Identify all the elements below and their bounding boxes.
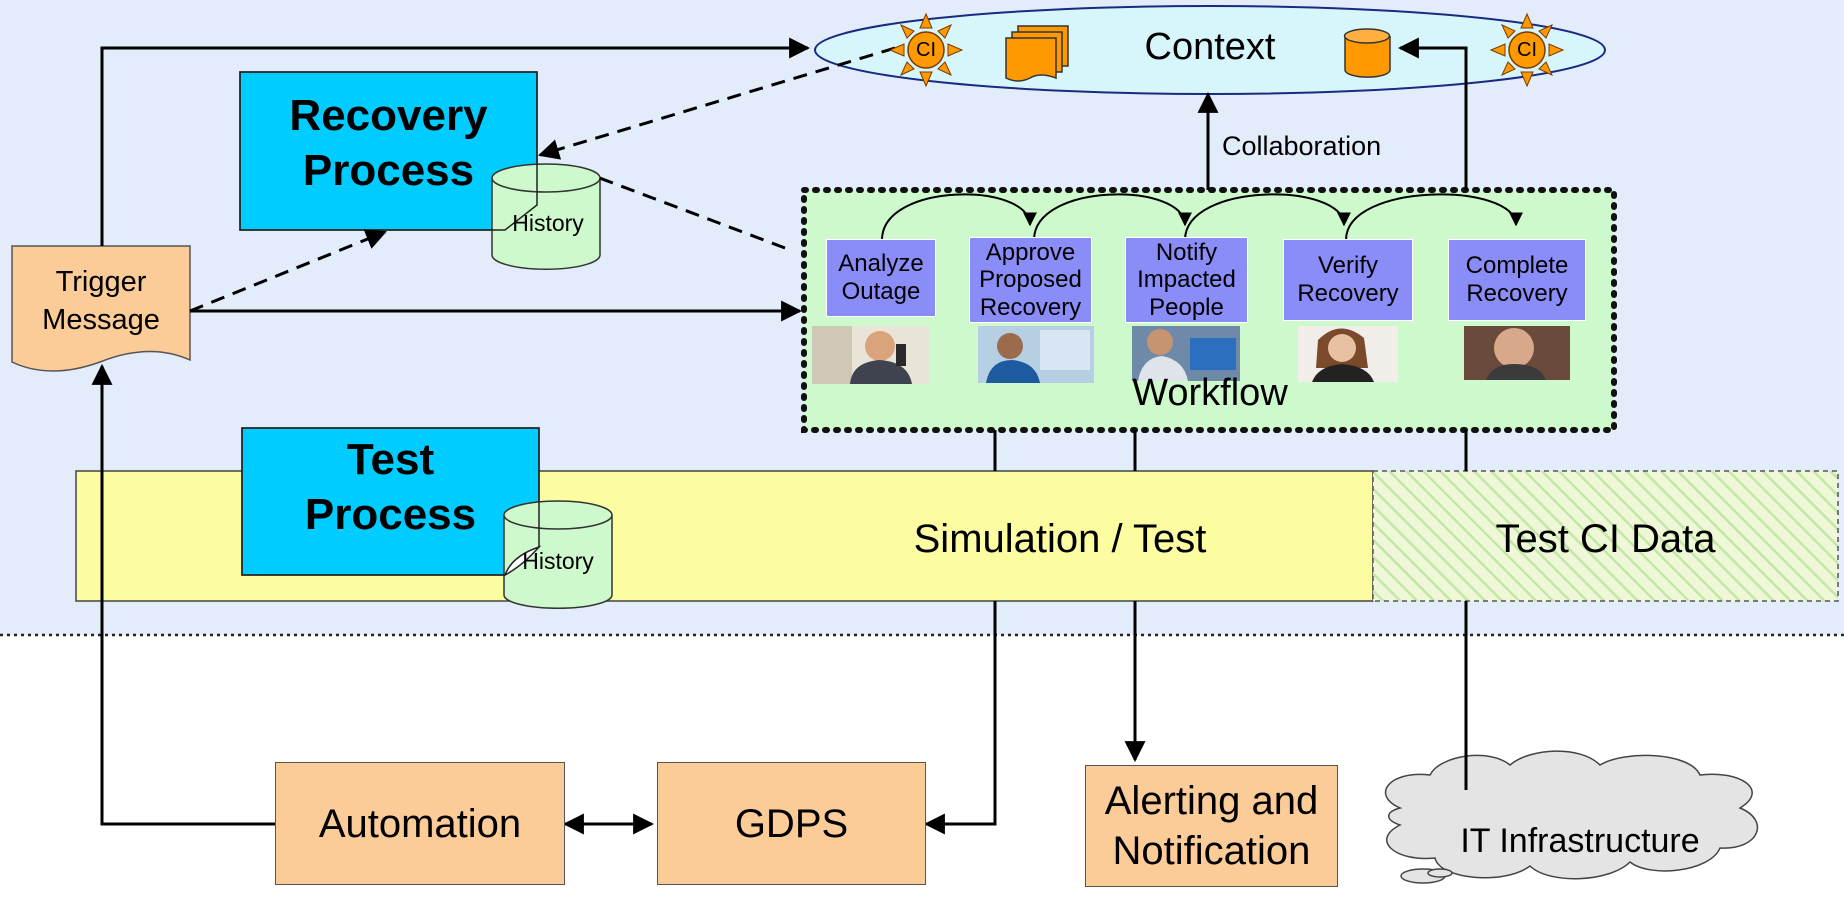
recovery-process-title: Recovery Process	[240, 88, 537, 198]
step-arrow-3	[1184, 193, 1351, 241]
step-arrow-2	[1033, 193, 1192, 241]
context-to-recovery-arrow	[537, 46, 896, 160]
step-5-line1: Complete	[1465, 252, 1569, 280]
step-5-line2: Recovery	[1466, 280, 1568, 307]
workflow-recovery-link	[596, 175, 786, 250]
trigger-message-shape	[11, 245, 191, 372]
test-ci-data-box	[1372, 470, 1839, 602]
ci-badge-label: CI	[916, 39, 936, 61]
test-process-title: Test Process	[242, 432, 539, 542]
test-ci-data-label: Test CI Data	[1495, 517, 1716, 561]
alerting-line1: Alerting and	[1104, 779, 1319, 823]
step-3-line3: People	[1149, 293, 1224, 321]
step-2-line2: Proposed	[979, 266, 1082, 294]
person-photo-5	[1464, 326, 1570, 380]
step-3-line2: Impacted	[1137, 266, 1236, 294]
step-1-line1: Analyze	[838, 250, 924, 278]
documents-stack-icon	[1005, 25, 1069, 82]
person-photo-1	[812, 326, 930, 384]
it-infrastructure-cloud	[1384, 750, 1759, 880]
ci-sun-icon	[1489, 12, 1565, 88]
step-3-line1: Notify	[1155, 238, 1218, 266]
ci-badge-label: CI	[1517, 39, 1537, 61]
alerting-line2: Notification	[1112, 829, 1311, 873]
gdps-label: GDPS	[734, 801, 849, 846]
context-label: Context	[1144, 26, 1276, 68]
alerting-notification-box: Alerting and Notification	[1085, 765, 1338, 887]
automation-label: Automation	[318, 801, 522, 846]
recovery-history-label: History	[512, 210, 584, 236]
step-1-line2: Outage	[841, 278, 921, 305]
recovery-history-cylinder	[491, 163, 601, 271]
it-infrastructure-label: IT Infrastructure	[1460, 822, 1700, 860]
simulation-to-gdps-arrow	[923, 601, 997, 835]
step-4-line1: Verify	[1317, 252, 1379, 280]
automation-box: Automation	[275, 762, 565, 885]
workflow-label: Workflow	[1132, 372, 1288, 414]
step-2-line3: Recovery	[979, 293, 1082, 321]
trigger-message-label: Trigger Message	[12, 264, 190, 339]
workflow-to-database-arrow	[1397, 37, 1468, 190]
test-history-label: History	[522, 548, 594, 574]
test-process-line2: Process	[304, 490, 477, 539]
person-photo-4	[1298, 326, 1398, 382]
database-icon	[1343, 28, 1391, 78]
recovery-process-line1: Recovery	[289, 91, 488, 140]
trigger-to-context-arrow	[100, 37, 811, 246]
test-process-curl	[503, 545, 542, 577]
gdps-box: GDPS	[657, 762, 926, 885]
step-2-line1: Approve	[985, 238, 1076, 266]
ci-sun-icon	[888, 12, 964, 88]
step-4-line2: Recovery	[1297, 280, 1399, 307]
trigger-line2: Message	[42, 303, 160, 336]
recovery-process-line2: Process	[302, 146, 475, 195]
step-arrow-4	[1345, 193, 1523, 241]
automation-to-trigger-arrow	[91, 363, 275, 826]
cloud-puff-2	[1427, 868, 1453, 878]
collaboration-label: Collaboration	[1222, 131, 1382, 161]
test-process-line1: Test	[346, 435, 435, 484]
test-history-cylinder	[503, 500, 613, 609]
simulation-test-label: Simulation / Test	[913, 517, 1207, 561]
person-photo-2	[978, 326, 1094, 383]
person-photo-3	[1132, 326, 1240, 381]
trigger-to-recovery-arrow	[189, 229, 387, 313]
step-arrow-1	[881, 193, 1037, 241]
trigger-line1: Trigger	[55, 266, 147, 298]
